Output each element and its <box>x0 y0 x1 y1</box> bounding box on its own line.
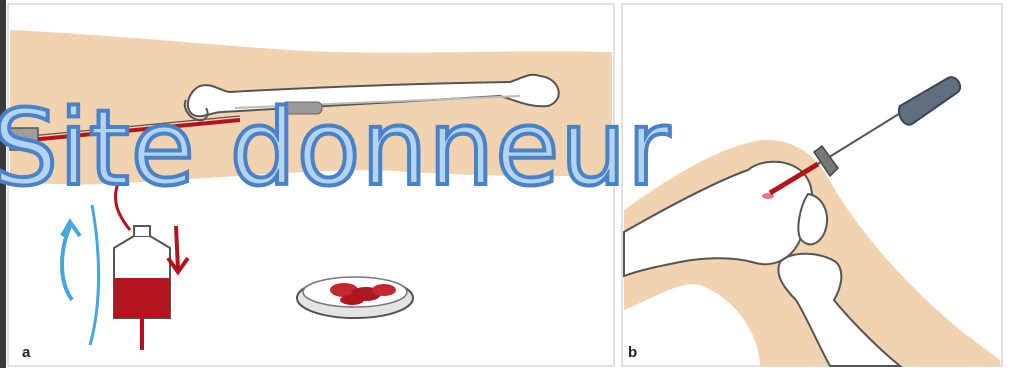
panel-a-label: a <box>22 344 30 361</box>
reamer-handle <box>10 128 38 150</box>
panel-a <box>8 4 614 366</box>
red-flow-arrow <box>176 226 178 270</box>
panel-b <box>622 4 1002 366</box>
reamer-head <box>282 102 322 114</box>
panel-b-label: b <box>628 344 637 361</box>
left-frame-edge <box>0 0 6 368</box>
petri-dish <box>297 277 413 318</box>
